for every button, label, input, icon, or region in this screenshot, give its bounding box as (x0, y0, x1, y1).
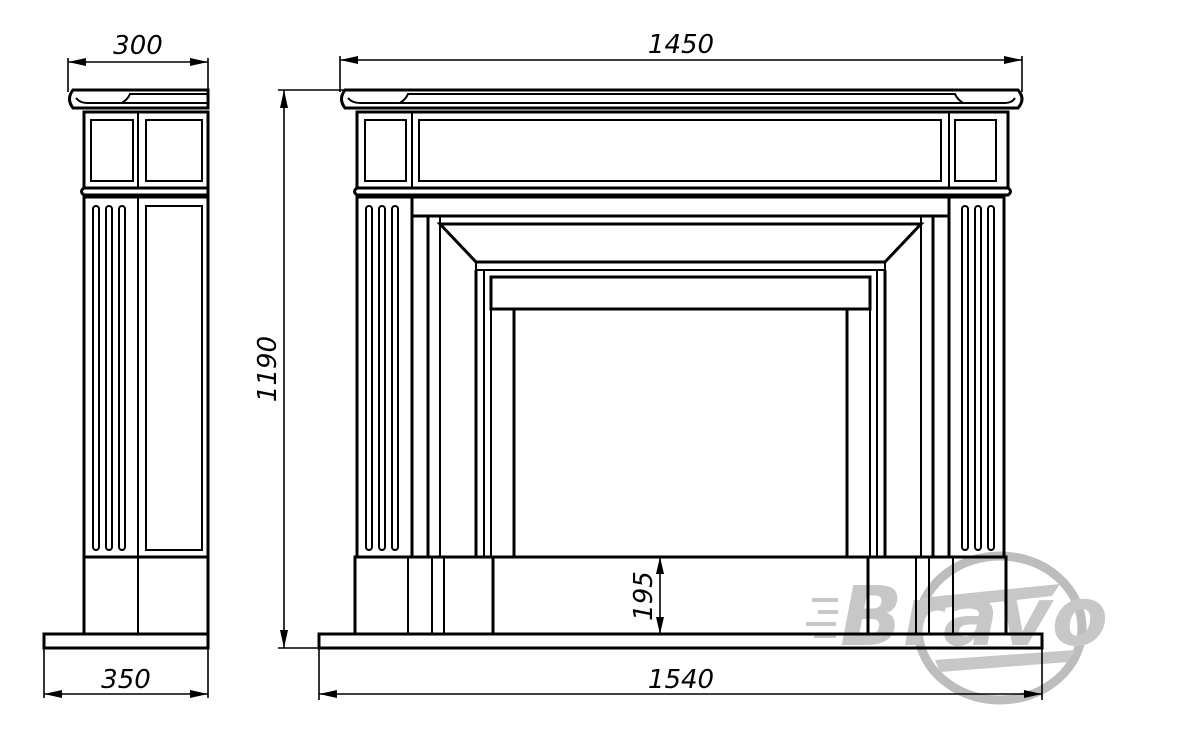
side-hearth (42, 632, 210, 650)
front-view (317, 88, 1044, 650)
left-flutes (365, 205, 399, 551)
front-bevel (436, 222, 925, 264)
front-base-width-label: 1540 (648, 665, 714, 695)
front-left-plinth (353, 555, 495, 636)
front-mantel-shelf (340, 88, 1024, 110)
side-mantel-shelf (68, 88, 210, 110)
dimension-side-top: 300 (67, 31, 209, 92)
base-height-label: 195 (629, 571, 659, 621)
dimension-base-height: 195 (629, 557, 664, 634)
side-plinth (82, 555, 210, 636)
front-lintel (410, 195, 951, 218)
front-top-width-label: 1450 (648, 30, 714, 60)
dimension-front-top: 1450 (339, 30, 1023, 92)
side-top-depth-label: 300 (113, 31, 163, 61)
front-hearth (317, 632, 1044, 650)
front-right-column (947, 195, 1006, 559)
side-base-depth-label: 350 (101, 665, 151, 695)
right-flutes (961, 205, 995, 551)
side-view (42, 88, 210, 650)
front-frieze (355, 110, 1010, 190)
watermark-text: Bravo (840, 570, 1108, 665)
dimension-overall-height: 1190 (253, 89, 345, 649)
firebox-opening (512, 307, 849, 559)
bravo-watermark: Bravo (806, 551, 1108, 705)
side-flutes (92, 205, 126, 551)
dimension-side-base: 350 (43, 648, 209, 698)
dimension-front-base: 1540 (318, 648, 1043, 700)
overall-height-label: 1190 (253, 336, 283, 402)
